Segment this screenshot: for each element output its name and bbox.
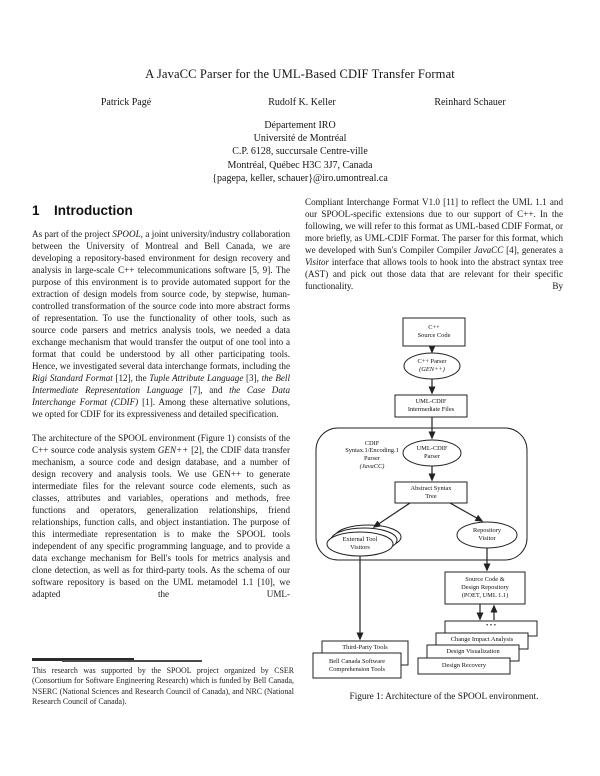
- affiliation-email: {pagepa, keller, schauer}@iro.umontreal.…: [212, 172, 388, 184]
- figure-caption: Figure 1: Architecture of the SPOOL envi…: [349, 692, 539, 702]
- cdif-container-subline: (JavaCC): [359, 462, 385, 470]
- paragraph-intro-1: As part of the project SPOOL, a joint un…: [32, 229, 291, 419]
- author-name-1: Patrick Pagé: [100, 97, 152, 108]
- figure-node-intermediate-files-label: UML-CDIF Intermediate Files: [407, 398, 455, 413]
- figure-node-intermediate-files: [394, 394, 468, 418]
- author-name-2: Rudolf K. Keller: [268, 97, 336, 108]
- figure-node-repository-visitor-label: Repository Visitor: [472, 527, 502, 542]
- figure-node-repository-label: Source Code & Design Repository (POET, U…: [461, 576, 509, 599]
- paper-title: A JavaCC Parser for the UML-Based CDIF T…: [145, 67, 455, 81]
- figure-node-cdif-container-label: CDIF Syntax.1/Encoding.1 Parser (JavaCC): [332, 433, 412, 477]
- arrow-ast-to-repovisitor: [449, 502, 484, 522]
- section-number: 1: [32, 203, 40, 218]
- right-column: Compliant Interchange Format V1.0 [11] t…: [305, 196, 563, 292]
- section-heading: 1 Introduction: [32, 203, 290, 218]
- figure-node-design-visualization-label: Design Visualization: [446, 648, 500, 656]
- figure-node-ast: [394, 481, 468, 504]
- cdif-container-lines: CDIF Syntax.1/Encoding.1 Parser: [345, 439, 399, 462]
- affiliation-line: Université de Montréal: [253, 133, 347, 145]
- cpp-parser-subline: (GEN++): [419, 366, 445, 373]
- figure-node-bell-tools: [312, 652, 402, 679]
- affiliation-line: Montréal, Québec H3C 3J7, Canada: [227, 159, 373, 171]
- figure-node-cpp-parser-label: C++ Parser (GEN++): [404, 353, 460, 379]
- arrow-ast-to-external: [372, 502, 411, 528]
- figure-node-third-party-label: Third-Party Tools: [342, 643, 388, 651]
- architecture-diagram: [312, 317, 538, 679]
- section-title: Introduction: [54, 203, 133, 218]
- paragraph-intro-2: The architecture of the SPOOL environmen…: [32, 433, 290, 599]
- figure-node-cpp-source-label: C++ Source Code: [417, 324, 451, 339]
- figure-node-design-recovery-label: Design Recovery: [441, 661, 487, 669]
- figure-node-ast-label: Abstract Syntax Tree: [410, 484, 452, 500]
- affiliation-block: Département IRO Université de Montréal C…: [0, 119, 600, 185]
- footnote-rule: [32, 658, 134, 661]
- footnote-text: This research was supported by the SPOOL…: [32, 666, 294, 706]
- figure-node-bell-tools-label: Bell Canada Software Comprehension Tools: [328, 657, 386, 673]
- affiliation-line: Département IRO: [264, 120, 336, 131]
- footnote-rule-2: [62, 660, 202, 662]
- cpp-parser-line: C++ Parser: [417, 358, 447, 366]
- figure-node-more-tools-label: • • •: [486, 622, 496, 630]
- figure-node-repository: [444, 571, 526, 605]
- figure-node-uml-cdif-parser-label: UML-CDIF Parser: [416, 445, 448, 460]
- paragraph-right-1: Compliant Interchange Format V1.0 [11] t…: [305, 197, 563, 291]
- figure-node-design-recovery: [417, 657, 511, 675]
- figure-node-external-visitors-label: External Tool Visitors: [342, 536, 378, 551]
- figure-1: C++ Source Code C++ Parser (GEN++) UML-C…: [308, 314, 580, 714]
- figure-node-cpp-source: [402, 317, 466, 347]
- figure-node-change-impact-label: Change Impact Analysis: [450, 636, 514, 644]
- author-name-3: Reinhard Schauer: [434, 97, 506, 108]
- affiliation-line: C.P. 6128, succursale Centre-ville: [232, 146, 368, 158]
- left-column: 1 Introduction As part of the project SPO…: [32, 203, 290, 612]
